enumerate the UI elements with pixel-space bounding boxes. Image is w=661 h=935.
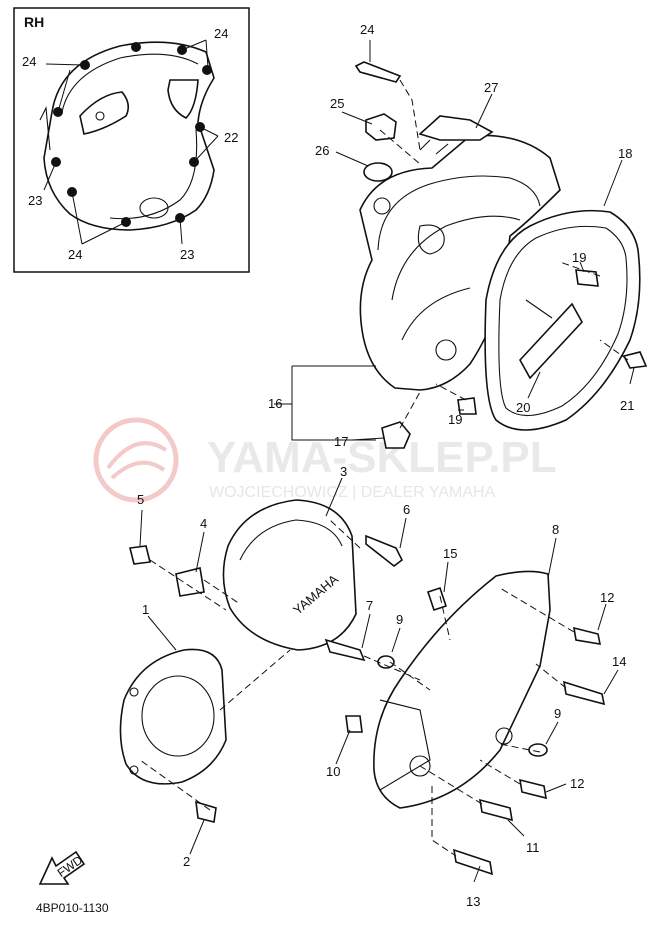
cover-1 [119, 648, 227, 785]
label-p20: 20 [516, 400, 530, 415]
inset-title: RH [24, 14, 44, 30]
label-p1: 1 [142, 602, 149, 617]
label-p2: 2 [183, 854, 190, 869]
part-9b-washer [528, 743, 548, 757]
label-p12b: 12 [570, 776, 584, 791]
label-p25: 25 [330, 96, 344, 111]
part-9-washer [377, 655, 395, 669]
label-p6: 6 [403, 502, 410, 517]
label-rh24b: 24 [22, 54, 36, 69]
label-p4: 4 [200, 516, 207, 531]
part-21-bolt [622, 351, 648, 369]
label-rh22: 22 [224, 130, 238, 145]
rh-bolt-dots [51, 42, 212, 227]
clutch-cover-8 [373, 570, 551, 809]
watermark: YAMA-SKLEP.PL WOJCIECHOWICZ | DEALER YAM… [93, 417, 557, 503]
label-rh24c: 24 [68, 247, 82, 262]
label-p3: 3 [340, 464, 347, 479]
label-rh23b: 23 [180, 247, 194, 262]
part-20-plate [519, 302, 583, 380]
part-11-bolt [479, 798, 513, 822]
part-19-dowel [575, 269, 599, 287]
label-p16: 16 [268, 396, 282, 411]
part-13-bolt [452, 848, 494, 876]
label-p17: 17 [334, 434, 348, 449]
label-p24: 24 [360, 22, 374, 37]
part-4-clip [175, 567, 205, 597]
rh-inset: RH 24 24 22 23 23 24 [13, 7, 250, 273]
label-p12a: 12 [600, 590, 614, 605]
part-6-bolt [365, 534, 404, 568]
part-10-dowel [345, 715, 363, 733]
rh-oil-window [167, 79, 199, 119]
diagram-code: 4BP010-1130 [36, 901, 109, 915]
part-12b-bolt [519, 778, 547, 800]
label-rh24a: 24 [214, 26, 228, 41]
part-14-bolt [562, 680, 606, 706]
label-p27: 27 [484, 80, 498, 95]
part-27-bracket [418, 115, 494, 141]
part-labels: 24 25 26 27 18 19 16 21 20 19 17 3 5 4 6… [137, 22, 634, 909]
part-26-o-ring [363, 162, 393, 182]
crankcase-cover-assembly [359, 115, 561, 391]
fwd-label: FWD [55, 853, 86, 880]
label-p13: 13 [466, 894, 480, 909]
label-p19a: 19 [572, 250, 586, 265]
part-24-bolt [354, 61, 402, 83]
generator-cover-3: YAMAHA [222, 499, 357, 651]
label-p8: 8 [552, 522, 559, 537]
inset-frame [13, 7, 250, 273]
label-p26: 26 [315, 143, 329, 158]
watermark-brand: YAMA-SKLEP.PL [207, 433, 557, 482]
label-rh23a: 23 [28, 193, 42, 208]
part-15-dowel [426, 586, 448, 612]
label-p5: 5 [137, 492, 144, 507]
part-7-bolt [324, 638, 366, 662]
label-p11: 11 [526, 840, 540, 855]
rh-window [79, 91, 130, 135]
label-p7: 7 [366, 598, 373, 613]
watermark-tagline: WOJCIECHOWICZ | DEALER YAMAHA [209, 484, 496, 501]
part-5-bolt [129, 545, 151, 565]
label-p21: 21 [620, 398, 634, 413]
watermark-logo-icon [93, 417, 179, 503]
label-p18: 18 [618, 146, 632, 161]
part-17-plug [381, 421, 411, 449]
part-12-bolt [573, 626, 602, 645]
part-2-bolt [195, 800, 217, 823]
label-p15: 15 [443, 546, 457, 561]
label-p14: 14 [612, 654, 626, 669]
label-p19b: 19 [448, 412, 462, 427]
label-p10: 10 [326, 764, 340, 779]
part-25-filler-cap [365, 113, 397, 141]
fwd-arrow-icon: FWD [38, 850, 86, 885]
label-p9a: 9 [396, 612, 403, 627]
label-p9b: 9 [554, 706, 561, 721]
